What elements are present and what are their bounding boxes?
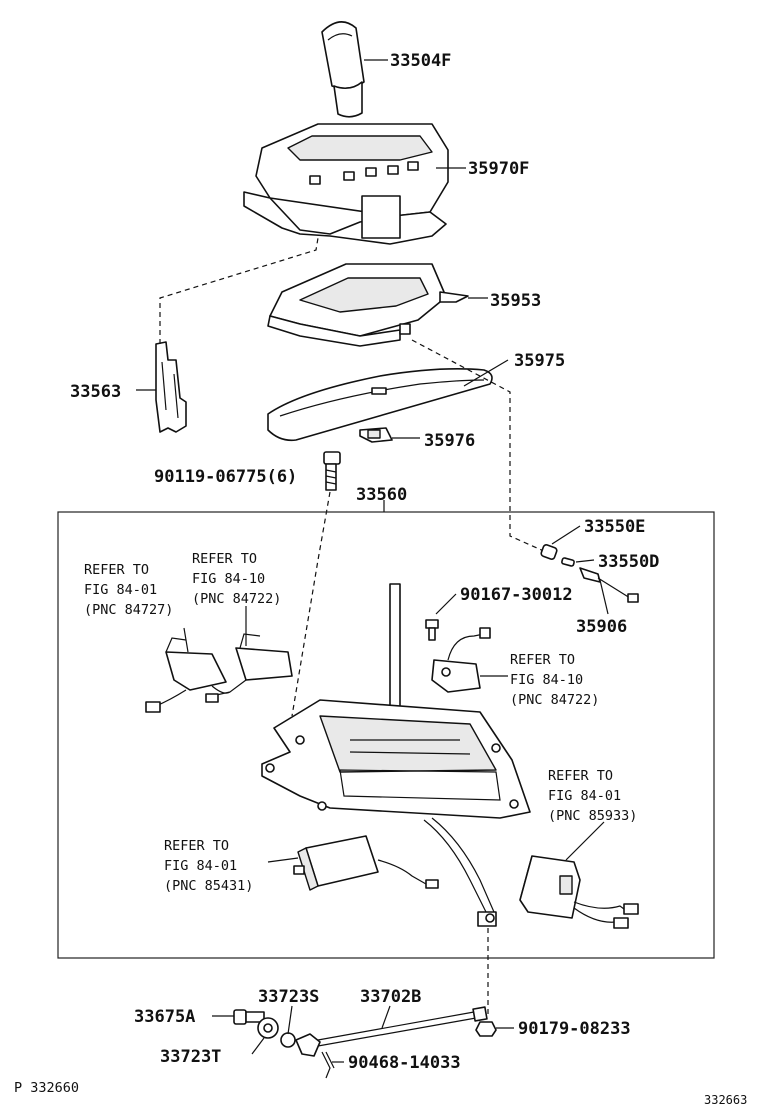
connector-part[interactable]: [579, 567, 639, 603]
svg-text:FIG 84-01: FIG 84-01: [84, 582, 157, 598]
position-sensor-part[interactable]: [431, 627, 491, 693]
cotter-pin-part[interactable]: [321, 1051, 335, 1079]
assembly-frame: [57, 511, 715, 959]
refer-note-84722-right: REFER TO FIG 84-10 (PNC 84722): [510, 652, 599, 708]
svg-text:REFER TO: REFER TO: [84, 562, 149, 578]
refer-note-84727: REFER TO FIG 84-01 (PNC 84727): [84, 562, 173, 618]
svg-text:FIG 84-10: FIG 84-10: [192, 571, 265, 587]
shift-lever-cover-part[interactable]: [267, 263, 469, 347]
label-33702B: 33702B: [360, 987, 421, 1007]
clip-part[interactable]: [359, 427, 393, 443]
label-33723S: 33723S: [258, 987, 319, 1007]
bracket-part[interactable]: [155, 341, 187, 433]
label-33504F: 33504F: [390, 51, 451, 71]
center-switch-part[interactable]: [205, 633, 293, 703]
screw-part[interactable]: [425, 619, 439, 641]
bolt-part[interactable]: [323, 451, 341, 491]
svg-text:REFER TO: REFER TO: [510, 652, 575, 668]
label-35970F: 35970F: [468, 159, 529, 179]
nut-part[interactable]: [475, 1021, 497, 1037]
cable-end-part[interactable]: [540, 544, 558, 560]
pivot-bolt-part[interactable]: [233, 1009, 265, 1025]
label-90119-06775: 90119-06775(6): [154, 467, 297, 487]
lever-cable: [423, 817, 497, 927]
footer-right-code: 332663: [704, 1093, 747, 1107]
shift-knob-part[interactable]: [321, 21, 365, 118]
label-35953: 35953: [490, 291, 541, 311]
bushing-s-part[interactable]: [280, 1032, 296, 1048]
label-33550E: 33550E: [584, 517, 645, 537]
shift-lock-controller-part[interactable]: [519, 855, 639, 929]
pin-part[interactable]: [561, 557, 575, 567]
shift-lever-assembly-part[interactable]: [261, 583, 531, 819]
label-33550D: 33550D: [598, 552, 659, 572]
svg-text:(PNC 84727): (PNC 84727): [84, 602, 173, 618]
refer-note-85431: REFER TO FIG 84-01 (PNC 85431): [164, 838, 253, 894]
refer-note-85933: REFER TO FIG 84-01 (PNC 85933): [548, 768, 637, 824]
svg-text:(PNC 84722): (PNC 84722): [192, 591, 281, 607]
label-33675A: 33675A: [134, 1007, 195, 1027]
svg-text:REFER TO: REFER TO: [192, 551, 257, 567]
label-90179-08233: 90179-08233: [518, 1019, 631, 1039]
control-rod-part[interactable]: [295, 1006, 488, 1057]
shift-lock-solenoid-part[interactable]: [293, 835, 439, 891]
shift-indicator-housing-part[interactable]: [243, 123, 449, 245]
svg-text:REFER TO: REFER TO: [164, 838, 229, 854]
label-90167-30012: 90167-30012: [460, 585, 573, 605]
label-33563: 33563: [70, 382, 121, 402]
svg-text:FIG 84-01: FIG 84-01: [548, 788, 621, 804]
svg-text:FIG 84-10: FIG 84-10: [510, 672, 583, 688]
label-90468-14033: 90468-14033: [348, 1053, 461, 1073]
label-33560: 33560: [356, 485, 407, 505]
slide-plate-part[interactable]: [267, 368, 493, 442]
label-35976: 35976: [424, 431, 475, 451]
svg-text:REFER TO: REFER TO: [548, 768, 613, 784]
bushing-t-part[interactable]: [257, 1017, 279, 1039]
label-35975: 35975: [514, 351, 565, 371]
svg-text:(PNC 84722): (PNC 84722): [510, 692, 599, 708]
left-switch-part[interactable]: [145, 637, 231, 713]
svg-text:FIG 84-01: FIG 84-01: [164, 858, 237, 874]
label-35906: 35906: [576, 617, 627, 637]
label-33723T: 33723T: [160, 1047, 221, 1067]
footer-left-code: P 332660: [14, 1080, 79, 1096]
refer-note-84722-left: REFER TO FIG 84-10 (PNC 84722): [192, 551, 281, 607]
svg-text:(PNC 85431): (PNC 85431): [164, 878, 253, 894]
svg-text:(PNC 85933): (PNC 85933): [548, 808, 637, 824]
